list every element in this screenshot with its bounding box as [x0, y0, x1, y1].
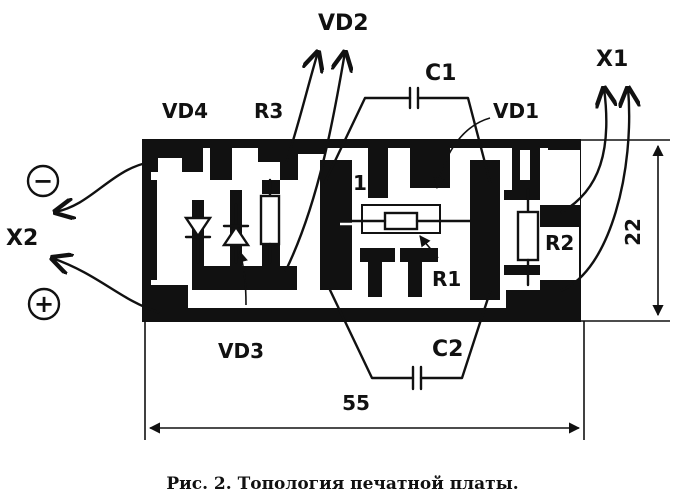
x1-leads [560, 88, 629, 292]
label-vd3: VD3 [218, 339, 264, 363]
x2-leads [52, 160, 160, 314]
resistor-r2 [516, 188, 540, 287]
label-vd2: VD2 [318, 11, 369, 36]
label-dim-22: 22 [621, 218, 645, 246]
label-dim-55: 55 [342, 391, 370, 415]
capacitor-c2 [328, 288, 492, 391]
vd2-leads [284, 52, 345, 272]
label-x2: X2 [6, 226, 38, 251]
resistor-r3 [259, 178, 281, 264]
figure-caption: Рис. 2. Топология печатной платы. [166, 474, 519, 494]
label-vd4: VD4 [162, 99, 208, 123]
label-vd1: VD1 [493, 99, 539, 123]
resistor-r1 [340, 204, 472, 234]
label-r3: R3 [254, 99, 283, 123]
label-r2: R2 [545, 231, 574, 255]
label-r1: R1 [432, 267, 461, 291]
svg-text:+: + [34, 290, 54, 318]
label-x1: X1 [596, 47, 628, 72]
capacitor-c1 [323, 86, 492, 184]
pointer-arrows [237, 117, 491, 306]
copper-gaps [158, 150, 580, 205]
label-c2: C2 [432, 337, 463, 362]
dimension-width [144, 321, 585, 440]
dimension-height [580, 139, 670, 322]
diode-vd3 [221, 203, 251, 264]
svg-text:−: − [33, 167, 53, 195]
plus-symbol: + [27, 287, 61, 321]
label-c1: C1 [425, 61, 456, 86]
diode-vd4 [183, 203, 213, 264]
label-pad-1: 1 [353, 171, 367, 195]
minus-symbol: − [26, 164, 60, 198]
